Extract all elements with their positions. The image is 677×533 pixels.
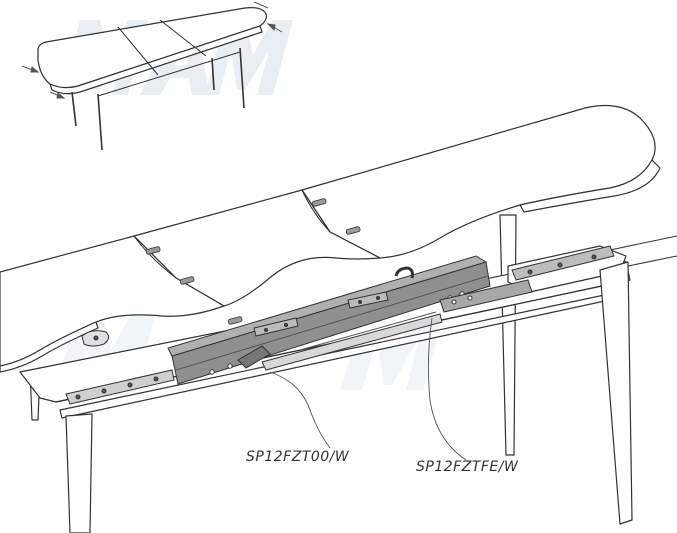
- table-top-right: [301, 105, 656, 259]
- leg-front-left: [65, 413, 93, 533]
- push-rod: [261, 313, 443, 371]
- lever-arm: [237, 345, 271, 369]
- part-label-sp12fzt00: SP12FZT00/W: [246, 449, 350, 465]
- table-leaf-middle: [133, 189, 381, 307]
- part-label-sp12fztfe: SP12FZTFE/W: [416, 459, 519, 475]
- bracket-right: [511, 245, 615, 281]
- leader-lines: [269, 317, 467, 461]
- hook: [394, 266, 414, 279]
- arrow-icon: [21, 1, 283, 99]
- leg-front-right: [599, 261, 633, 525]
- leg-back-right: [499, 214, 517, 456]
- rail-left: [65, 369, 175, 405]
- dowels: [145, 198, 361, 325]
- extension-mechanism: [65, 245, 615, 405]
- table-thumbnail-icon: [37, 7, 267, 151]
- rail-right: [439, 279, 533, 313]
